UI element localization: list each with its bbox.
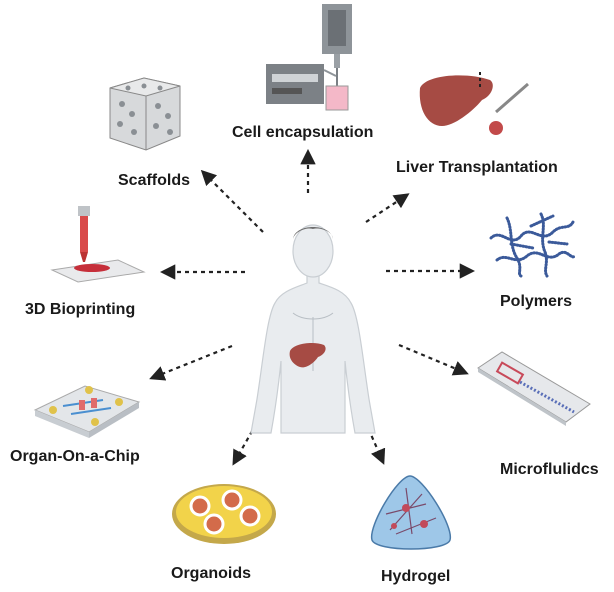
liver-transplantation-label: Liver Transplantation: [396, 159, 558, 176]
polymer-network-icon: [489, 212, 577, 278]
microfluidics-chip-icon: [477, 351, 591, 426]
liver-in-body-icon: [289, 343, 326, 368]
organoids-label: Organoids: [171, 565, 252, 582]
organ-on-a-chip-label: Organ-On-a-Chip: [10, 448, 140, 465]
arrow-to-liver-transplantation: [365, 193, 410, 223]
arrow-to-organ-on-a-chip: [149, 344, 233, 381]
3d-bioprinting-label: 3D Bioprinting: [25, 301, 136, 318]
cell-encapsulation-label: Cell encapsulation: [232, 124, 374, 141]
arrow-to-scaffolds: [200, 169, 264, 233]
microfluidics-label: Microflulidcs: [500, 461, 599, 478]
human-torso-figure: [250, 224, 376, 434]
cell-encapsulation-device-icon: [266, 4, 352, 111]
scaffolds-label: Scaffolds: [118, 172, 191, 189]
scaffold-cube-icon: [109, 77, 181, 151]
bioprinter-icon: [50, 206, 146, 283]
hydrogel-icon: [371, 475, 451, 550]
liver-transplantation-icon: [419, 72, 529, 135]
organ-on-a-chip-icon: [33, 385, 141, 438]
organoids-dish-icon: [172, 484, 276, 544]
polymers-label: Polymers: [500, 293, 573, 310]
hydrogel-label: Hydrogel: [381, 568, 451, 585]
arrow-to-microfluidics: [398, 343, 469, 376]
